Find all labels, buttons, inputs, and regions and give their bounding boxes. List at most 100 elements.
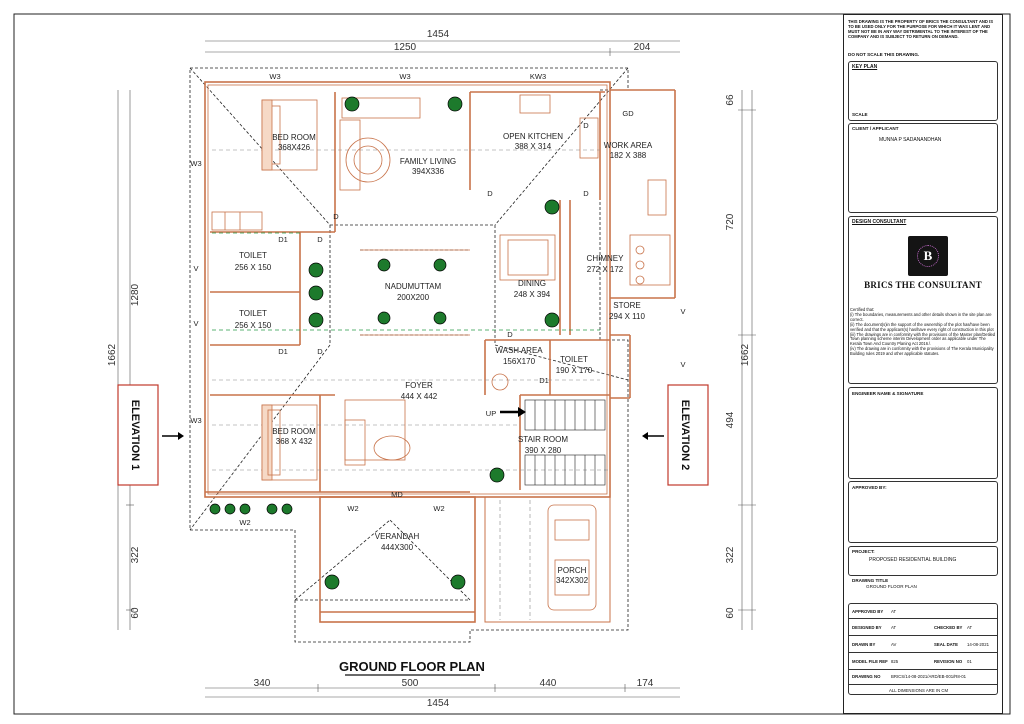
client-name: MUNNA P SADANANDHAN: [879, 137, 942, 143]
room-name: BED ROOM: [272, 427, 316, 436]
dimension-labels: 1454 1250 204 340 500 440 174 1454 1662 …: [107, 29, 751, 709]
staircase: [524, 399, 606, 486]
cert-item: (iii) The drawings are in conformity wit…: [850, 331, 996, 347]
designed-by-value: AT: [891, 625, 897, 630]
room-name: WORK AREA: [604, 141, 653, 150]
window-tag: W3: [399, 72, 410, 81]
do-not-scale: DO NOT SCALE THIS DRAWING.: [848, 52, 920, 57]
certification-notes: Certified that: (i) The boundaries, meas…: [850, 307, 996, 357]
dim-bottom-total: 1454: [427, 698, 450, 709]
door-tag: D1: [278, 347, 288, 356]
room-size: 200X200: [397, 293, 430, 302]
checked-by-value: AT: [967, 625, 973, 630]
dim-top-1: 1250: [394, 42, 417, 53]
approved-label: APPROVED BY:: [852, 485, 887, 490]
model-file-value: 825: [891, 659, 899, 664]
drawing-title-label: DRAWING TITLE: [852, 578, 889, 583]
dim-right-1: 66: [725, 94, 736, 106]
door-tag: D1: [539, 376, 549, 385]
room-name: PORCH: [558, 566, 587, 575]
furniture: [211, 94, 671, 611]
dim-right-4: 322: [725, 546, 736, 563]
window-tag: W3: [190, 159, 201, 168]
revision-value: 01: [967, 659, 972, 664]
room-name: FAMILY LIVING: [400, 157, 456, 166]
room-size: 272 X 172: [587, 265, 624, 274]
project-box: PROJECT: PROPOSED RESIDENTIAL BUILDING: [848, 546, 998, 576]
dim-top-total: 1454: [427, 29, 450, 40]
dim-bottom-4: 174: [637, 678, 654, 689]
room-size: 388 X 314: [515, 142, 552, 151]
approved-by-value: AT: [891, 609, 897, 614]
dim-right-3: 494: [725, 411, 736, 428]
room-size: 394X336: [412, 167, 445, 176]
window-tag: KW3: [530, 72, 546, 81]
window-tag: W3: [190, 416, 201, 425]
door-tag: D: [507, 330, 513, 339]
dim-bottom-1: 340: [254, 678, 271, 689]
client-label: CLIENT / APPLICANT: [852, 126, 899, 131]
door-tag: MD: [391, 490, 403, 499]
drawn-by-label: DRAWN BY: [852, 642, 876, 647]
seal-date-label: SEAL DATE: [934, 642, 958, 647]
title-block: THIS DRAWING IS THE PROPERTY OF BRICS TH…: [843, 14, 1003, 714]
dim-left-2: 322: [130, 546, 141, 563]
drawing-info-grid: APPROVED BY AT DESIGNED BY AT CHECKED BY…: [848, 603, 998, 695]
revision-label: REVISION NO: [934, 659, 963, 664]
vent-tag: V: [680, 307, 685, 316]
logo-letter: B: [923, 248, 933, 263]
cert-item: (iv) The drawing are in conformity with …: [850, 346, 994, 357]
room-name: TOILET: [560, 355, 588, 364]
window-tag: W3: [269, 72, 280, 81]
brics-logo: B: [908, 236, 948, 276]
cert-heading: Certified that:: [850, 307, 875, 312]
vent-tag: V: [680, 360, 685, 369]
ownership-notice: THIS DRAWING IS THE PROPERTY OF BRICS TH…: [848, 19, 994, 39]
door-tag: D1: [278, 235, 288, 244]
room-name: VERANDAH: [375, 532, 420, 541]
drawing-no-value: BRICS/14-08-2021/ARD/EB-001/R8-01: [891, 674, 966, 679]
elevation-1-label: ELEVATION 1: [129, 400, 141, 471]
up-arrow: [500, 407, 526, 417]
checked-by-label: CHECKED BY: [934, 625, 963, 630]
room-size: 444X300: [381, 543, 414, 552]
dim-left-3: 60: [130, 607, 141, 619]
room-size: 182 X 388: [610, 151, 647, 160]
dim-left-total: 1662: [107, 343, 118, 366]
door-tag: D: [333, 212, 339, 221]
consultant-name: BRICS THE CONSULTANT: [864, 280, 982, 290]
elevation-2-label: ELEVATION 2: [679, 400, 691, 471]
drawn-by-value: AV: [891, 642, 897, 647]
dim-bottom-2: 500: [402, 678, 419, 689]
room-size: 190 X 170: [556, 366, 593, 375]
plants: [209, 96, 560, 590]
approved-by-label: APPROVED BY: [852, 609, 884, 614]
drawing-title-value: GROUND FLOOR PLAN: [866, 584, 917, 589]
room-size: 444 X 442: [401, 392, 438, 401]
room-size: 390 X 280: [525, 446, 562, 455]
beam-lines: [212, 149, 610, 620]
drawing-no-label: DRAWING NO: [852, 674, 881, 679]
door-tag: D: [317, 347, 323, 356]
room-size: 368 X 432: [276, 437, 313, 446]
room-size: 256 X 150: [235, 321, 272, 330]
dim-top-2: 204: [634, 42, 651, 53]
seal-date-value: 14-08-2021: [967, 642, 989, 647]
design-consultant-label: DESIGN CONSULTANT: [852, 219, 907, 225]
dim-right-5: 60: [725, 607, 736, 619]
room-name: FOYER: [405, 381, 433, 390]
client-box: CLIENT / APPLICANT MUNNA P SADANANDHAN: [848, 123, 998, 213]
door-tag: D: [317, 235, 323, 244]
room-name: STAIR ROOM: [518, 435, 568, 444]
dimensions-note: ALL DIMENSIONS ARE IN CM: [889, 688, 949, 693]
key-plan-label: KEY PLAN: [852, 64, 878, 70]
cert-item: (ii) The document(s)in the support of th…: [850, 321, 994, 332]
walls: [204, 81, 676, 623]
dim-left-1: 1280: [130, 283, 141, 306]
scale-label: SCALE: [852, 112, 868, 117]
room-name: TOILET: [239, 309, 267, 318]
project-name: PROPOSED RESIDENTIAL BUILDING: [869, 557, 957, 563]
room-name: TOILET: [239, 251, 267, 260]
key-plan-box: KEY PLAN SCALE: [848, 61, 998, 121]
engineer-label: ENGINEER NAME & SIGNATURE: [852, 391, 924, 396]
